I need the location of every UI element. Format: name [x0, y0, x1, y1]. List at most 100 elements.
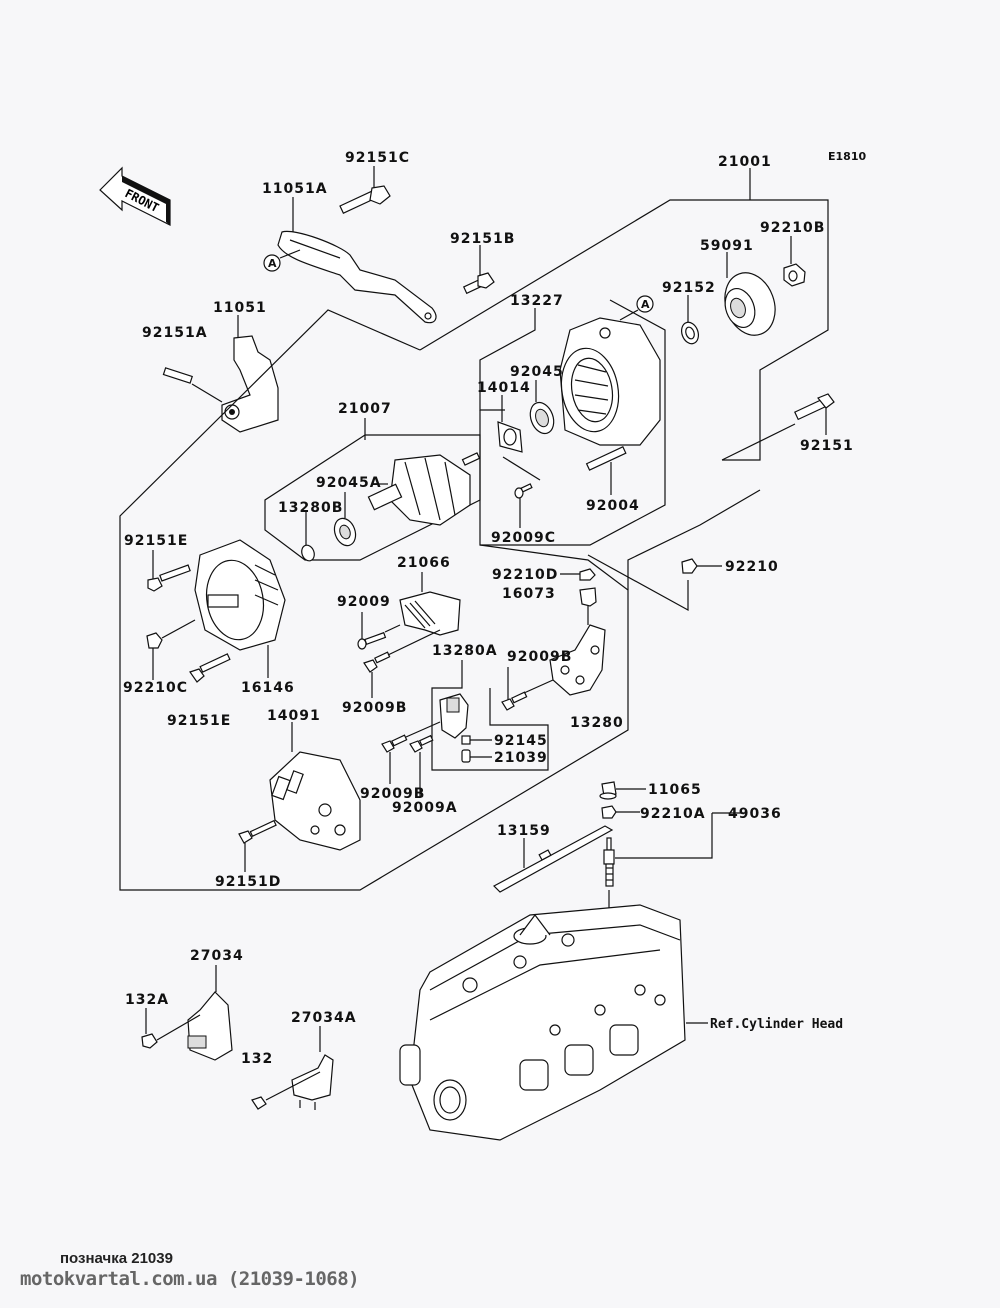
- callout-a-circle-2: [636, 295, 654, 313]
- outline-21007: [264, 434, 481, 561]
- label-27034: 27034: [190, 948, 244, 964]
- outline-21001-bottom: [119, 544, 629, 891]
- label-92009A: 92009A: [392, 800, 458, 816]
- bracket-11051: [221, 335, 279, 433]
- bolt-92151A-icon: [162, 367, 193, 384]
- brush-21039-icon: [461, 749, 471, 763]
- label-21039: 21039: [494, 750, 548, 766]
- label-11065: 11065: [648, 782, 702, 798]
- label-59091: 59091: [700, 238, 754, 254]
- callout-a-1: A: [268, 257, 277, 270]
- label-13280A: 13280A: [432, 643, 498, 659]
- bolt-92009B-3-icon: [501, 691, 528, 711]
- label-92210: 92210: [725, 559, 779, 575]
- label-11051A: 11051A: [262, 181, 328, 197]
- bracket-11051A: [277, 230, 437, 324]
- bus-bar-13159-icon: [493, 825, 614, 893]
- bolt-132-icon: [251, 1096, 267, 1110]
- bolt-92151D-icon: [238, 819, 277, 844]
- label-16146: 16146: [241, 680, 295, 696]
- relay-27034A-icon: [291, 1054, 334, 1110]
- nut-92151E-icon: [147, 564, 191, 592]
- label-92151B: 92151B: [450, 231, 515, 247]
- label-92009B-3: 92009B: [507, 649, 572, 665]
- bolt-92151E-lower-icon: [189, 653, 231, 683]
- label-13227: 13227: [510, 293, 564, 309]
- terminal-11065-icon: [599, 781, 617, 800]
- callout-a-2: A: [641, 298, 650, 311]
- housing-16146-icon: [194, 539, 286, 651]
- spring-92145-icon: [461, 735, 471, 745]
- label-92151D: 92151D: [215, 874, 281, 890]
- washer-92152-icon: [680, 321, 700, 345]
- label-92009B-2: 92009B: [360, 786, 425, 802]
- relay-27034-icon: [187, 991, 233, 1061]
- label-92210D: 92210D: [492, 567, 558, 583]
- screw-92009C-icon: [514, 483, 533, 499]
- label-92145: 92145: [494, 733, 548, 749]
- label-132A: 132A: [125, 992, 169, 1008]
- footer-source: motokvartal.com.ua (21039-1068): [20, 1268, 360, 1290]
- label-92151A: 92151A: [142, 325, 208, 341]
- bolt-132A-icon: [141, 1033, 158, 1049]
- nut-92210A-icon: [601, 805, 617, 819]
- label-92210C: 92210C: [123, 680, 188, 696]
- housing-13227-icon: [559, 317, 661, 446]
- label-21066: 21066: [397, 555, 451, 571]
- footer-caption: позначка 21039: [60, 1250, 173, 1267]
- label-21007: 21007: [338, 401, 392, 417]
- label-13159: 13159: [497, 823, 551, 839]
- outline-13227: [479, 308, 536, 411]
- outline-13280A: [431, 660, 549, 771]
- screw-92009-icon: [357, 631, 387, 650]
- label-92152: 92152: [662, 280, 716, 296]
- bolt-92009B-2-icon: [381, 734, 408, 753]
- outline-21001-left: [119, 309, 421, 880]
- label-92004: 92004: [586, 498, 640, 514]
- label-16073: 16073: [502, 586, 556, 602]
- pulley-59091-icon: [724, 272, 776, 336]
- brush-holder-13280A-icon: [439, 693, 469, 739]
- regulator-21066-icon: [399, 591, 461, 636]
- label-13280B: 13280B: [278, 500, 343, 516]
- callout-a-circle: [263, 254, 281, 272]
- front-arrow-icon: FRONT: [99, 166, 171, 226]
- bolt-92151B-icon: [462, 272, 495, 295]
- label-92210A: 92210A: [640, 806, 706, 822]
- label-92009C: 92009C: [491, 530, 556, 546]
- outline-21001-top: [419, 199, 829, 461]
- rectifier-13280-icon: [549, 624, 606, 696]
- label-92151E-bottom: 92151E: [167, 713, 231, 729]
- label-92045A: 92045A: [316, 475, 382, 491]
- bolt-92151-icon: [794, 393, 835, 421]
- rotor-21007-icon: [367, 452, 481, 526]
- bearing-92045A-icon: [333, 517, 357, 547]
- bolt-92151C-icon: [339, 185, 391, 215]
- bolt-92009B-1-icon: [363, 651, 391, 673]
- label-27034A: 27034A: [291, 1010, 357, 1026]
- label-92151: 92151: [800, 438, 854, 454]
- label-92009B-1: 92009B: [342, 700, 407, 716]
- label-132: 132: [241, 1051, 273, 1067]
- stud-92004-icon: [585, 446, 627, 471]
- diagram-code: E1810: [828, 150, 866, 163]
- nut-92210C-icon: [146, 632, 163, 649]
- nut-92210-icon: [681, 558, 698, 574]
- label-21001: 21001: [718, 154, 772, 170]
- cover-14091-icon: [269, 751, 361, 851]
- bearing-92045-icon: [529, 401, 555, 435]
- label-14014: 14014: [477, 380, 531, 396]
- label-92151E-top: 92151E: [124, 533, 188, 549]
- plate-14014-icon: [497, 421, 523, 453]
- label-13280: 13280: [570, 715, 624, 731]
- label-14091: 14091: [267, 708, 321, 724]
- label-92151C: 92151C: [345, 150, 410, 166]
- washer-13280B-icon: [301, 544, 315, 562]
- label-92210B: 92210B: [760, 220, 825, 236]
- cylinder-head-icon: [399, 904, 686, 1141]
- label-92009: 92009: [337, 594, 391, 610]
- label-11051: 11051: [213, 300, 267, 316]
- insulator-16073-icon: [579, 587, 597, 625]
- screw-92009A-icon: [409, 734, 434, 753]
